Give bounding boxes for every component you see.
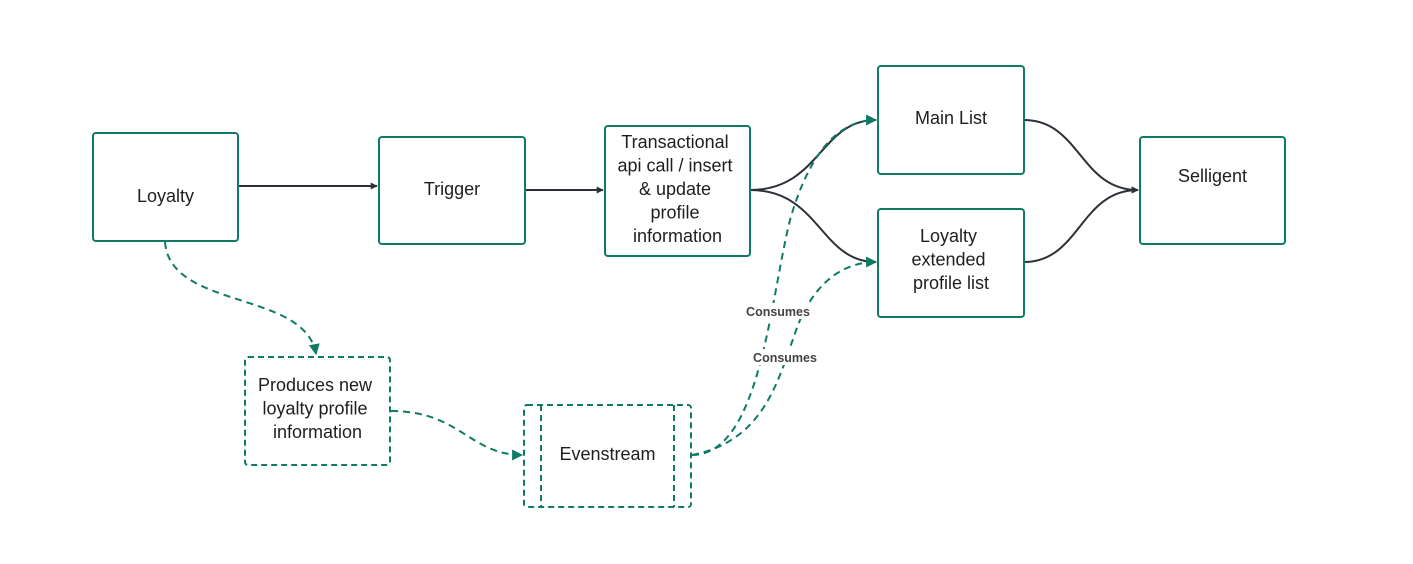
node-main-list-label: Main List: [915, 108, 987, 128]
node-loyalty-extended-label: Loyalty extended profile list: [911, 226, 990, 293]
edge-transactional-to-loyalty-extended: [749, 189, 877, 266]
node-trigger-label: Trigger: [424, 179, 480, 199]
node-trigger[interactable]: Trigger: [378, 136, 526, 245]
edge-loyalty-extended-to-selligent: [1023, 186, 1139, 263]
node-transactional-label: Transactional api call / insert & update…: [617, 132, 737, 246]
node-loyalty-extended[interactable]: Loyalty extended profile list: [877, 208, 1025, 318]
node-loyalty[interactable]: Loyalty: [92, 132, 239, 242]
node-transactional[interactable]: Transactional api call / insert & update…: [604, 125, 751, 257]
edge-main-list-to-selligent: [1023, 119, 1139, 194]
node-produces-label: Produces new loyalty profile information: [258, 375, 377, 442]
node-evenstream[interactable]: Evenstream: [523, 404, 692, 508]
edge-transactional-to-main-list: [749, 116, 877, 191]
node-evenstream-label: Evenstream: [559, 444, 655, 464]
edge-label-consumes-main: Consumes: [746, 305, 810, 319]
node-main-list[interactable]: Main List: [877, 65, 1025, 175]
edge-label-bg: [751, 349, 819, 365]
node-selligent[interactable]: Selligent: [1139, 136, 1286, 245]
edge-label-consumes-extended: Consumes: [753, 351, 817, 365]
edge-label-bg: [744, 303, 812, 319]
node-produces[interactable]: Produces new loyalty profile information: [244, 356, 391, 466]
node-selligent-label: Selligent: [1178, 166, 1247, 186]
edge-loyalty-to-produces: [164, 241, 320, 356]
edge-evenstream-to-main-list: [691, 114, 878, 456]
edge-produces-to-evenstream: [390, 410, 524, 461]
edge-evenstream-to-loyalty-extended: [691, 256, 878, 456]
node-loyalty-label: Loyalty: [137, 186, 194, 206]
